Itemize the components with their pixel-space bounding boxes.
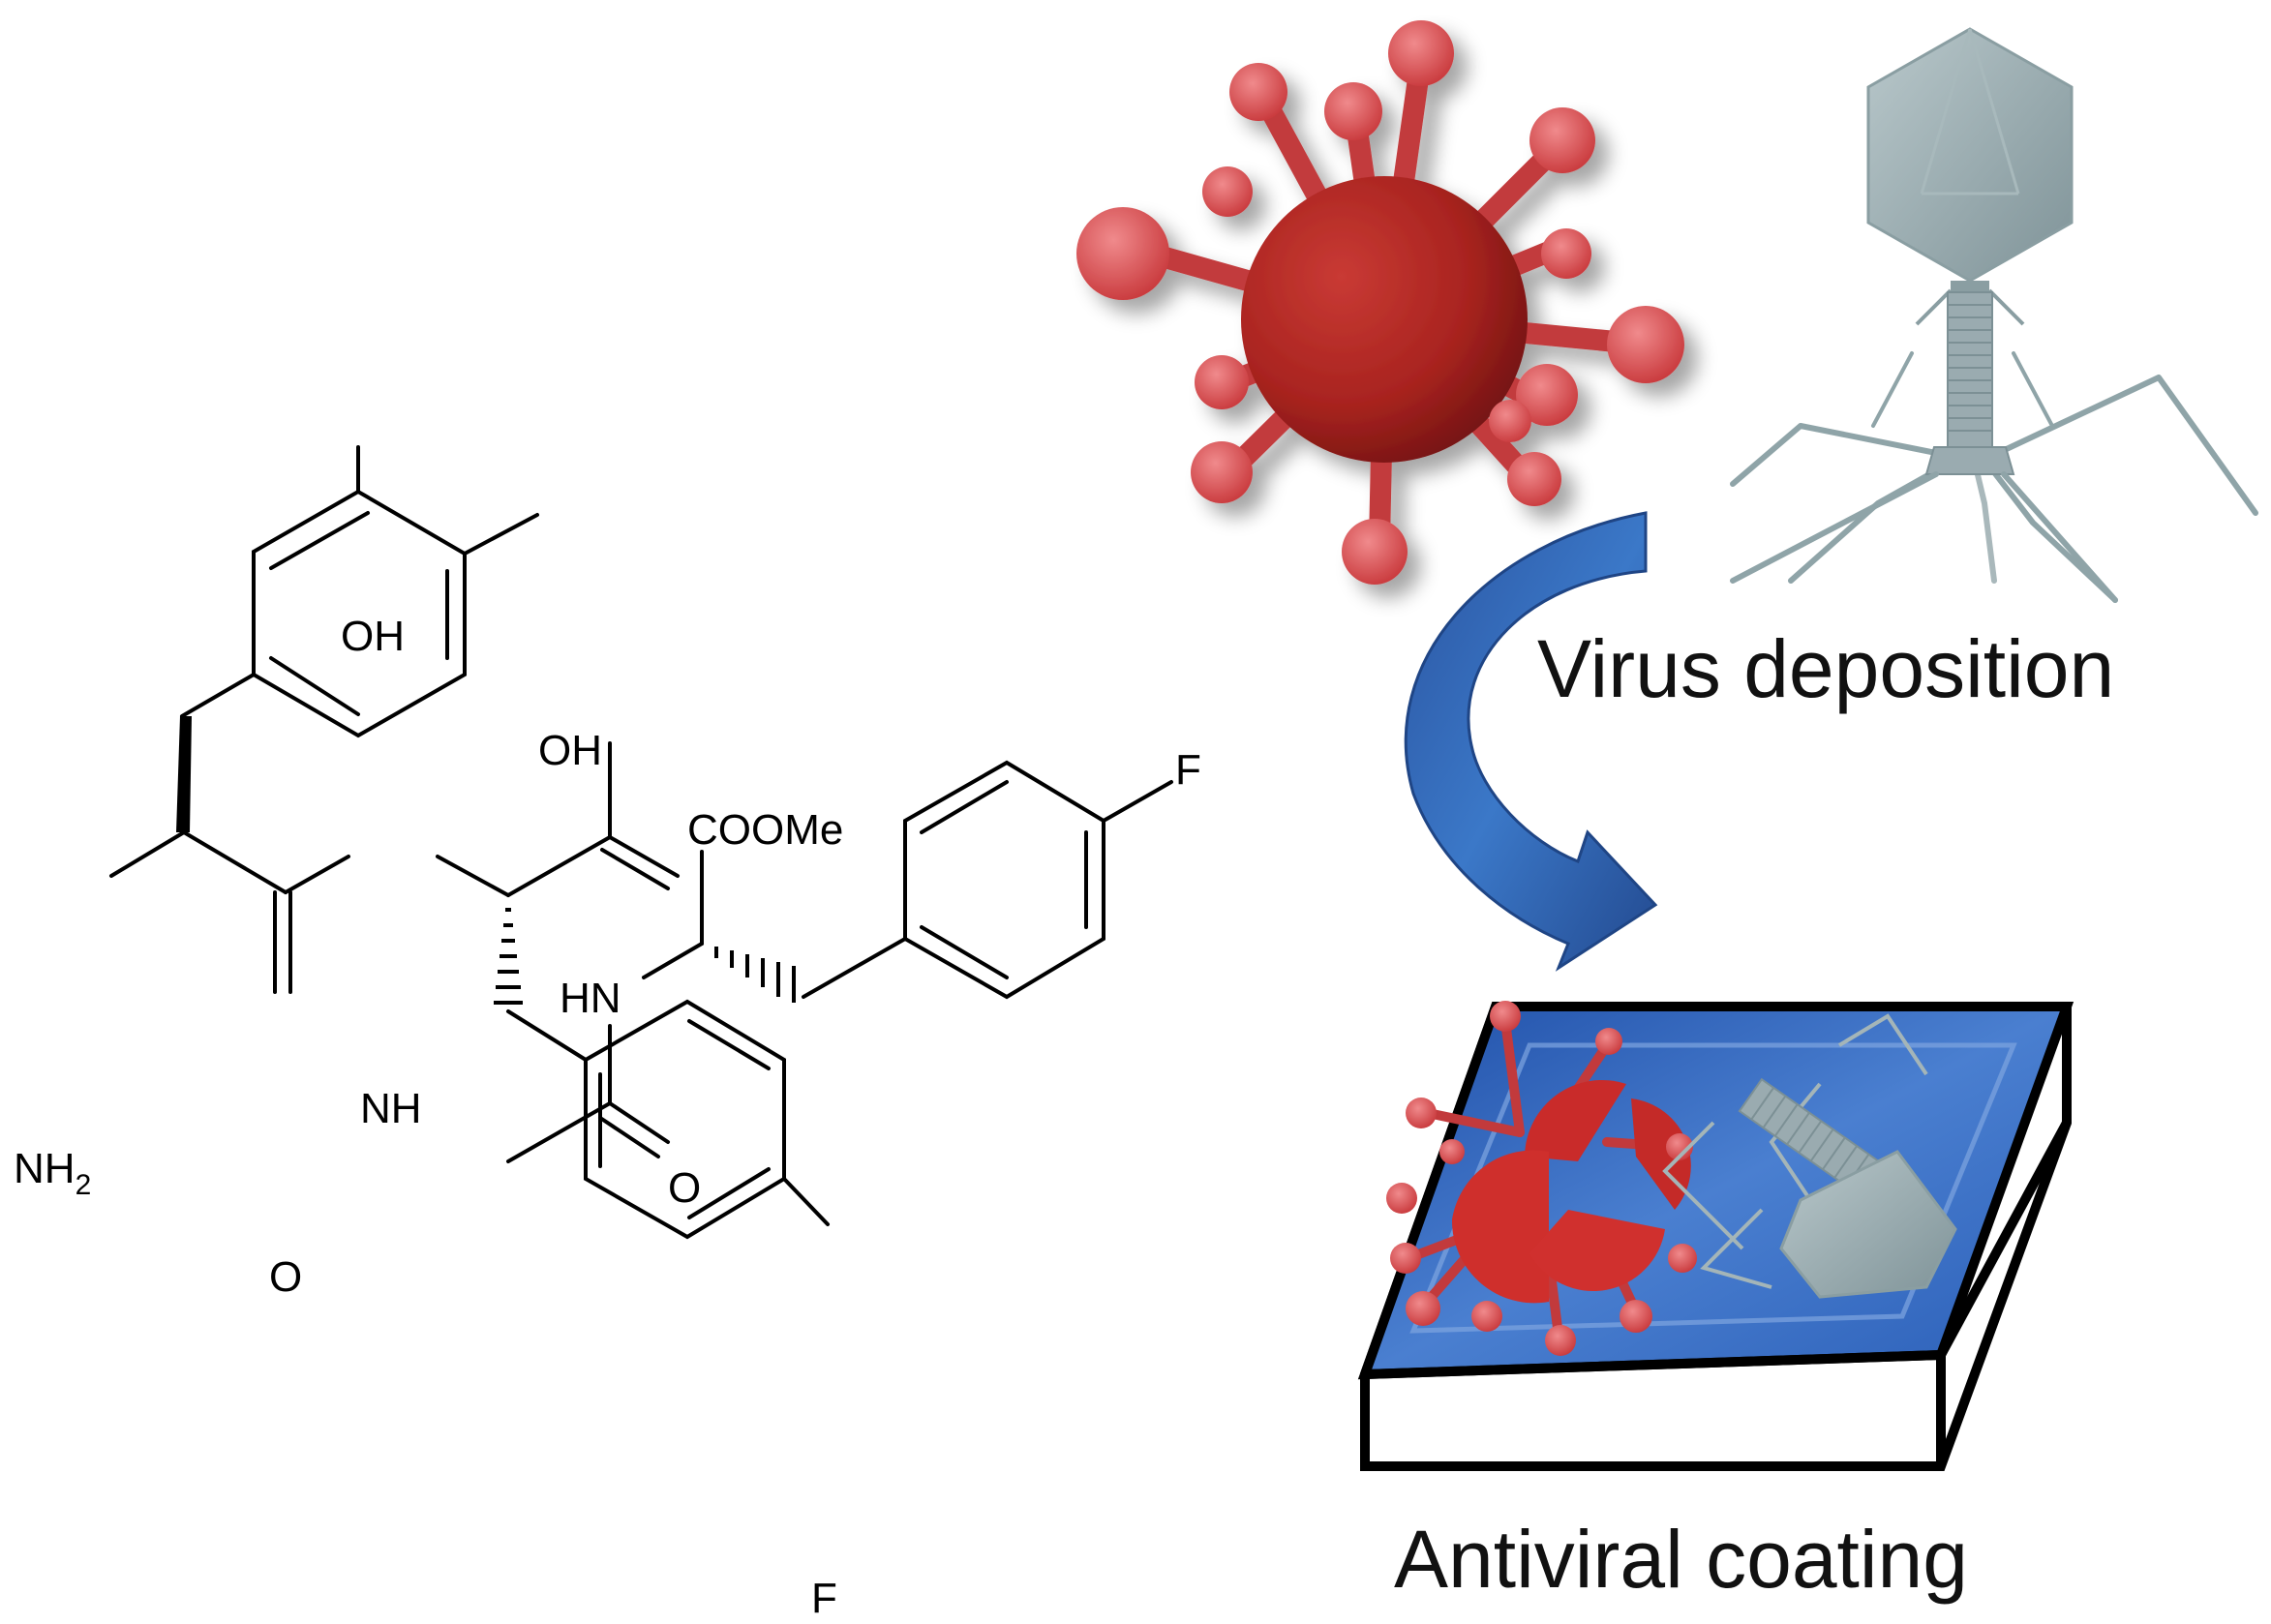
label-o-1: O [269,1253,302,1301]
label-nh2: NH2 [14,1145,91,1201]
label-f-bottom: F [811,1575,837,1622]
label-coome: COOMe [687,806,843,854]
caption-virus-deposition: Virus deposition [1537,623,2114,714]
curved-arrow-icon [1404,511,1658,972]
caption-antiviral-coating: Antiviral coating [1394,1514,1968,1605]
phage-capsid [1866,27,2074,283]
fluorophenyl-ring-bottom [584,999,830,1240]
label-nh: NH [360,1085,422,1132]
coronavirus-icon [1076,20,1684,585]
bacteriophage-icon [1730,27,2258,603]
label-oh-top: OH [341,613,405,660]
wedge-bond [176,716,192,832]
peptide-backbone [506,760,1173,1163]
molecule-structure [109,445,830,1240]
broken-phage-fragments [1662,1013,1957,1299]
label-f-top: F [1175,746,1201,794]
label-o-2: O [668,1164,701,1212]
coated-surface-icon [1357,1001,2074,1471]
atom-labels: OH OH NH2 NH O O HN COOMe F F [14,613,1201,1622]
phage-tail [1947,291,1993,448]
hash-bond-down [494,908,523,1005]
label-oh-right: OH [538,727,602,774]
label-hn: HN [560,975,621,1022]
catechol-ring [252,445,539,738]
